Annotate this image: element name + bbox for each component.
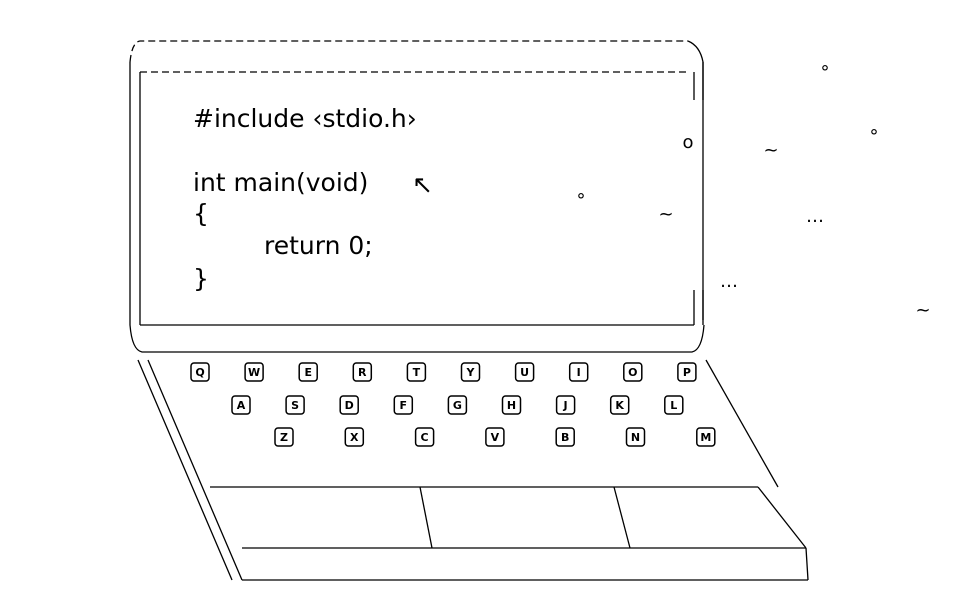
key-t[interactable]: T xyxy=(406,362,427,382)
key-cap xyxy=(460,362,481,382)
code-line-main: int main(void) xyxy=(193,168,368,197)
key-cap xyxy=(393,395,414,415)
key-label: E xyxy=(304,366,312,379)
key-cap xyxy=(485,427,505,447)
key-cap xyxy=(339,395,359,415)
key-y[interactable]: Y xyxy=(460,362,481,382)
key-z[interactable]: Z xyxy=(274,427,294,447)
key-cap xyxy=(190,362,210,382)
key-label: Q xyxy=(195,366,204,379)
monitor-frame xyxy=(129,40,705,353)
key-label: V xyxy=(491,431,500,444)
decor-degree-1: ° xyxy=(821,62,830,83)
key-label: Z xyxy=(280,431,288,444)
key-label: S xyxy=(291,399,299,412)
key-label: X xyxy=(350,431,359,444)
decor-tilde-2: ~ xyxy=(658,204,673,225)
key-cap xyxy=(555,395,576,415)
decor-tilde-1: ~ xyxy=(763,140,778,161)
key-cap xyxy=(344,427,365,447)
key-label: L xyxy=(670,399,677,412)
key-cap xyxy=(414,427,435,447)
key-cap xyxy=(609,395,630,415)
key-label: C xyxy=(421,431,429,444)
key-n[interactable]: N xyxy=(625,427,646,447)
key-cap xyxy=(298,362,318,382)
code-line-include: #include ‹stdio.h› xyxy=(193,104,417,133)
key-cap xyxy=(447,395,468,415)
key-a[interactable]: A xyxy=(231,395,251,415)
key-cap xyxy=(568,362,589,382)
decor-tilde-3: ~ xyxy=(915,300,930,321)
key-cap xyxy=(352,362,373,382)
key-c[interactable]: C xyxy=(414,427,435,447)
key-label: F xyxy=(400,399,408,412)
decor-ellipsis-2: … xyxy=(720,271,738,292)
key-l[interactable]: L xyxy=(664,395,684,415)
key-j[interactable]: J xyxy=(555,395,576,415)
key-v[interactable]: V xyxy=(485,427,505,447)
decor-degree-2: ° xyxy=(870,126,879,147)
keyboard-keys: Q W E R T Y U I O P A S D F G H J K L Z X C V B N M xyxy=(190,362,716,447)
key-label: U xyxy=(520,366,529,379)
key-cap xyxy=(555,427,575,447)
key-label: K xyxy=(615,399,624,412)
key-cap xyxy=(623,362,643,382)
key-label: M xyxy=(700,431,711,444)
key-b[interactable]: B xyxy=(555,427,575,447)
key-cap xyxy=(696,427,716,447)
key-q[interactable]: Q xyxy=(190,362,210,382)
key-cap xyxy=(501,395,522,415)
key-label: P xyxy=(683,366,691,379)
key-label: N xyxy=(631,431,640,444)
screen-code: #include ‹stdio.h› int main(void) { retu… xyxy=(193,104,433,293)
key-cap xyxy=(244,362,264,382)
key-o[interactable]: O xyxy=(623,362,643,382)
key-label: B xyxy=(561,431,569,444)
key-e[interactable]: E xyxy=(298,362,318,382)
key-d[interactable]: D xyxy=(339,395,359,415)
key-label: T xyxy=(413,366,421,379)
key-cap xyxy=(664,395,684,415)
key-cap xyxy=(285,395,305,415)
key-label: O xyxy=(628,366,637,379)
key-p[interactable]: P xyxy=(677,362,697,382)
key-cap xyxy=(625,427,646,447)
key-label: H xyxy=(507,399,516,412)
key-r[interactable]: R xyxy=(352,362,373,382)
key-label: I xyxy=(577,366,581,379)
key-w[interactable]: W xyxy=(244,362,264,382)
key-cap xyxy=(274,427,294,447)
decor-degree-3: ° xyxy=(577,190,586,211)
key-u[interactable]: U xyxy=(514,362,535,382)
cursor-arrow-icon: ↖ xyxy=(412,170,433,199)
decor-circle: o xyxy=(682,132,693,153)
key-label: A xyxy=(237,399,246,412)
key-k[interactable]: K xyxy=(609,395,630,415)
key-s[interactable]: S xyxy=(285,395,305,415)
key-label: G xyxy=(453,399,462,412)
key-cap xyxy=(514,362,535,382)
key-label: Y xyxy=(466,366,476,379)
decor-ellipsis-1: … xyxy=(806,206,824,227)
key-cap xyxy=(406,362,427,382)
decorations: ° o ~ ° ° ~ … … ~ xyxy=(577,62,931,321)
key-f[interactable]: F xyxy=(393,395,414,415)
key-label: J xyxy=(563,399,568,412)
key-cap xyxy=(231,395,251,415)
key-label: R xyxy=(358,366,367,379)
code-line-return: return 0; xyxy=(264,231,373,260)
key-x[interactable]: X xyxy=(344,427,365,447)
code-line-close-brace: } xyxy=(193,264,209,293)
code-line-open-brace: { xyxy=(193,199,209,228)
key-h[interactable]: H xyxy=(501,395,522,415)
key-label: W xyxy=(248,366,260,379)
keyboard-base xyxy=(137,359,809,581)
key-i[interactable]: I xyxy=(568,362,589,382)
key-g[interactable]: G xyxy=(447,395,468,415)
key-cap xyxy=(677,362,697,382)
key-label: D xyxy=(345,399,354,412)
key-m[interactable]: M xyxy=(696,427,716,447)
